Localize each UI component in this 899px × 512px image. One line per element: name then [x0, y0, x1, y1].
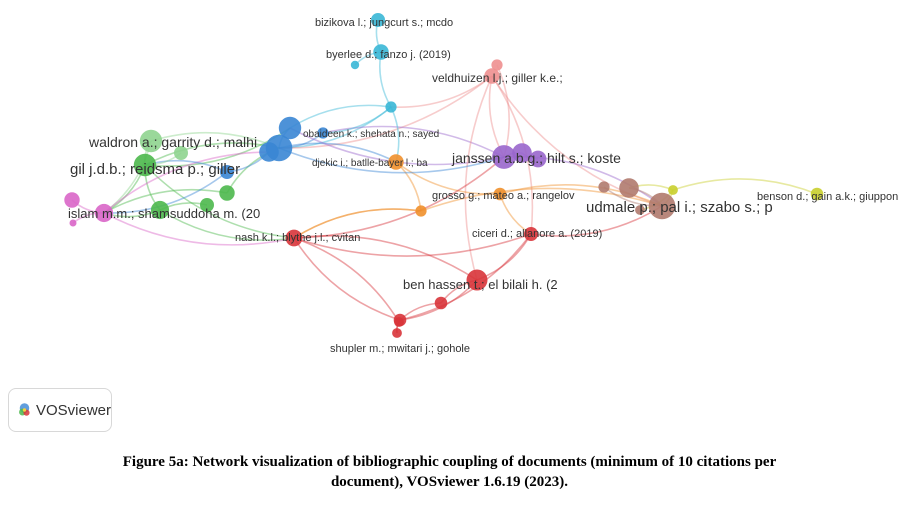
- node-label-waldron: waldron a.; garrity d.; malhi: [88, 134, 257, 150]
- node-label-nash: nash k.l.; blythe j.l.; cvitan: [235, 232, 360, 244]
- vosviewer-logo: VOSviewer: [8, 388, 112, 432]
- network-link: [103, 188, 228, 214]
- network-node-benson[interactable]: [810, 187, 824, 201]
- network-link: [293, 237, 400, 323]
- network-link: [278, 75, 493, 149]
- node-label-bizikova: bizikova l.; jungcurt s.; mcdo: [315, 17, 453, 29]
- network-node-blue4[interactable]: [220, 165, 234, 179]
- network-link: [150, 131, 280, 149]
- network-link: [293, 233, 532, 257]
- network-node-djekic[interactable]: [388, 154, 404, 170]
- network-node-brown3[interactable]: [598, 181, 610, 193]
- network-link: [322, 125, 505, 158]
- node-label-udmale: udmale p.; pal i.; szabo s.; p: [586, 199, 773, 216]
- network-node-brown2[interactable]: [619, 178, 639, 198]
- network-link: [159, 209, 295, 241]
- node-label-janssen: janssen a.b.g.; hilt s.; koste: [451, 150, 621, 166]
- network-node-gil[interactable]: [133, 153, 157, 177]
- network-link: [293, 208, 422, 239]
- node-label-benson: benson d.; gain a.k.; giupponi: [757, 191, 899, 203]
- node-label-djekic: djekic i.; batlle-bayer l.; ba: [312, 158, 428, 169]
- network-link: [278, 142, 397, 163]
- network-node-green4[interactable]: [200, 198, 214, 212]
- network-labels: bizikova l.; jungcurt s.; mcdo byerlee d.…: [68, 17, 899, 355]
- network-link: [395, 161, 501, 195]
- network-node-islam[interactable]: [94, 203, 114, 223]
- network-link: [530, 205, 663, 237]
- network-node-red5[interactable]: [394, 317, 404, 327]
- network-link: [289, 104, 392, 129]
- network-link: [399, 302, 442, 321]
- network-link: [293, 235, 478, 281]
- network-node-cyan4[interactable]: [385, 101, 397, 113]
- network-node-janssen[interactable]: [492, 145, 516, 169]
- network-node-blue3[interactable]: [259, 142, 279, 162]
- network-node-purple3[interactable]: [529, 150, 547, 168]
- network-node-pink3[interactable]: [69, 219, 77, 227]
- network-link: [278, 106, 392, 149]
- network-node-waldron[interactable]: [139, 129, 163, 153]
- network-link: [103, 212, 295, 246]
- network-node-cyan3[interactable]: [350, 60, 360, 70]
- network-node-purple2[interactable]: [512, 143, 532, 163]
- node-label-benhassen: ben hassen t.; el bilali h. (2: [403, 277, 558, 292]
- network-node-green3[interactable]: [219, 185, 235, 201]
- network-link: [322, 106, 392, 134]
- caption-line-2: document), VOSviewer 1.6.19 (2023).: [330, 474, 569, 490]
- node-label-byerlee: byerlee d.; fanzo j. (2019): [326, 49, 451, 61]
- network-node-grosso[interactable]: [493, 187, 507, 201]
- network-link: [672, 178, 818, 195]
- network-node-bizikova[interactable]: [371, 13, 385, 27]
- network-node-benhassen[interactable]: [466, 269, 488, 291]
- node-label-ciceri: ciceri d.; allanore a. (2019): [472, 228, 602, 240]
- node-label-islam: islam m.m.; shamsuddoha m. (20: [68, 206, 260, 221]
- network-link: [499, 184, 663, 207]
- network-node-red3[interactable]: [392, 328, 402, 338]
- node-label-shupler: shupler m.; mwitari j.; gohole: [330, 343, 470, 355]
- network-node-green2[interactable]: [150, 200, 170, 220]
- network-nodes: [64, 13, 824, 338]
- caption-line-1: Figure 5a: Network visualization of bibl…: [122, 454, 777, 470]
- network-node-pinkred2[interactable]: [491, 59, 503, 71]
- node-label-obaideen: obaideen k.; shehata n.; sayed: [303, 129, 439, 140]
- network-link: [420, 187, 663, 212]
- network-link: [390, 75, 493, 108]
- vosviewer-logo-icon: [19, 403, 30, 416]
- network-node-veldhuizen[interactable]: [484, 68, 500, 84]
- network-link: [476, 233, 532, 281]
- network-node-orange3[interactable]: [415, 205, 427, 217]
- network-node-brown4[interactable]: [635, 205, 645, 215]
- network-link: [103, 151, 270, 214]
- network-node-pink2[interactable]: [64, 192, 80, 208]
- network-link: [395, 161, 422, 212]
- network-node-udmale[interactable]: [648, 192, 676, 220]
- vosviewer-logo-text: VOSviewer: [35, 401, 111, 419]
- network-node-lg2[interactable]: [174, 146, 188, 160]
- network-node-yellow2[interactable]: [668, 185, 678, 195]
- network-node-byerlee[interactable]: [373, 44, 389, 60]
- network-visualization: bizikova l.; jungcurt s.; mcdo byerlee d.…: [64, 13, 899, 355]
- network-link: [293, 156, 505, 239]
- network-link: [103, 171, 228, 214]
- network-node-obaideen[interactable]: [317, 127, 329, 139]
- network-link: [491, 75, 663, 207]
- network-link: [144, 164, 295, 239]
- network-link: [488, 75, 505, 158]
- network-link: [464, 75, 493, 281]
- network-link: [278, 147, 505, 174]
- network-node-ciceri[interactable]: [524, 227, 538, 241]
- network-node-blue1[interactable]: [278, 116, 302, 140]
- node-label-grosso: grosso g.; mateo a.; rangelov: [432, 190, 575, 202]
- network-node-nash[interactable]: [285, 229, 303, 247]
- node-label-veldhuizen: veldhuizen l.j.; giller k.e.;: [432, 71, 563, 85]
- node-label-gil: gil j.d.b.; reidsma p.; giller: [70, 161, 240, 178]
- figure-caption: Figure 5a: Network visualization of bibl…: [0, 452, 899, 492]
- network-link: [293, 208, 422, 239]
- network-node-red2[interactable]: [434, 296, 448, 310]
- network-link: [293, 237, 401, 321]
